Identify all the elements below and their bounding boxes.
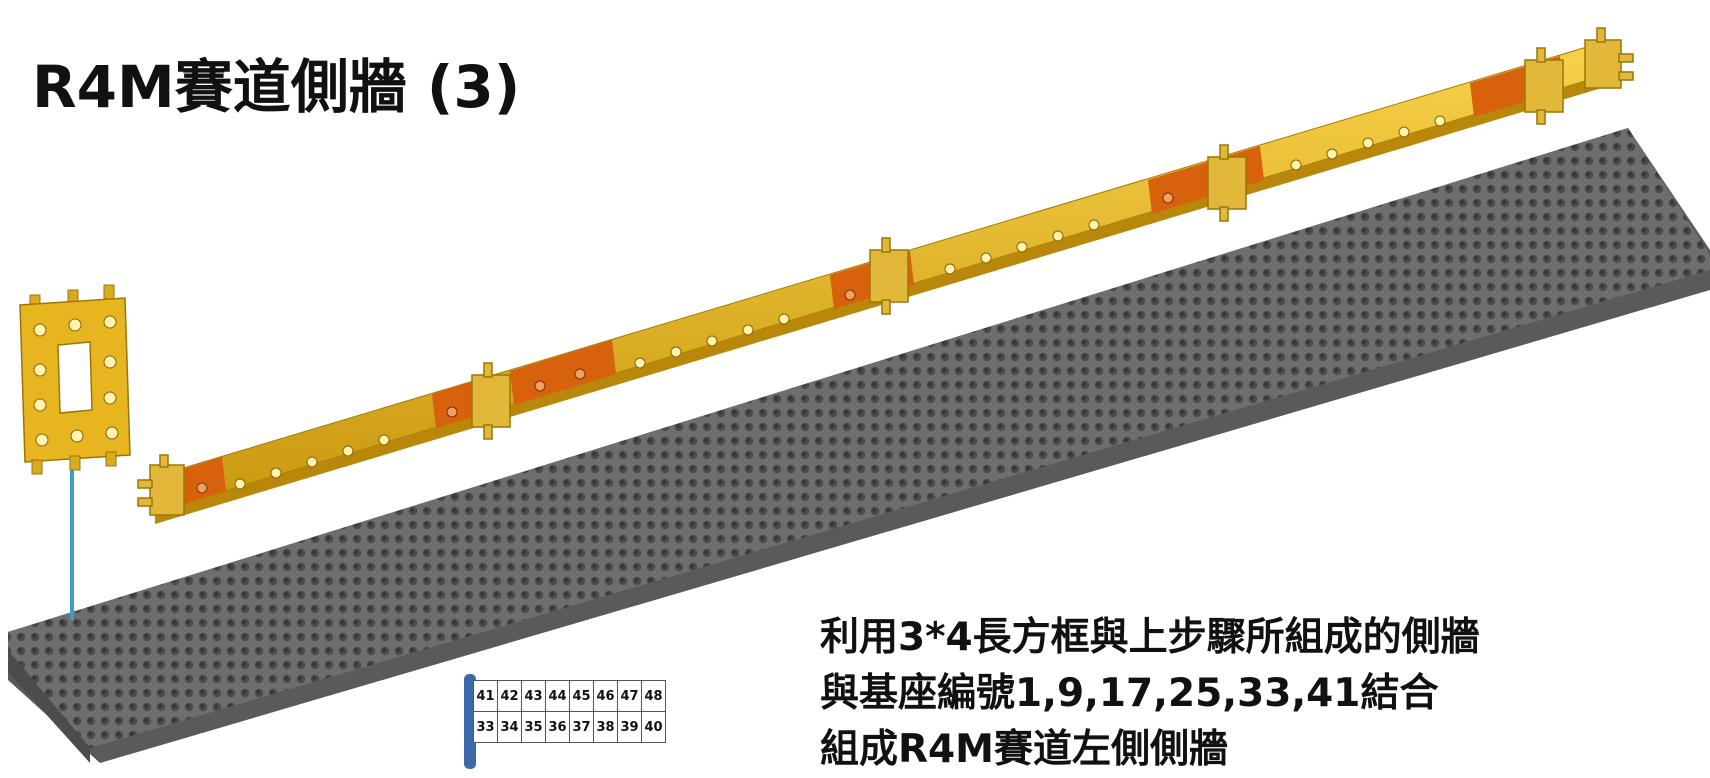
grid-cell: 41 (473, 680, 498, 712)
instruction-line-1: 利用3*4長方框與上步驟所組成的側牆 (820, 615, 1480, 660)
grid-cell: 42 (497, 680, 522, 712)
grid-row: 41 42 43 44 45 46 47 48 (473, 680, 666, 712)
instruction-line-2: 與基座編號1,9,17,25,33,41結合 (820, 671, 1439, 716)
instruction-text: 利用3*4長方框與上步驟所組成的側牆 與基座編號1,9,17,25,33,41結… (820, 610, 1480, 778)
instruction-line-3: 組成R4M賽道左側側牆 (820, 727, 1228, 772)
grid-cell: 48 (641, 680, 666, 712)
grid-cell: 40 (641, 711, 666, 743)
grid-cell: 46 (593, 680, 618, 712)
grid-cell: 47 (617, 680, 642, 712)
grid-cell: 45 (569, 680, 594, 712)
grid-cell: 34 (497, 711, 522, 743)
grid-cell: 36 (545, 711, 570, 743)
grid-row: 33 34 35 36 37 38 39 40 (473, 711, 666, 743)
grid-cell: 33 (473, 711, 498, 743)
rectangular-frame-3x4 (19, 284, 131, 475)
grid-cell: 43 (521, 680, 546, 712)
base-plate (8, 128, 1710, 763)
side-wall-rail (137, 27, 1634, 524)
grid-cell: 38 (593, 711, 618, 743)
grid-cell: 39 (617, 711, 642, 743)
page-title: R4M賽道側牆 (3) (32, 53, 521, 121)
grid-cell: 35 (521, 711, 546, 743)
grid-cell: 44 (545, 680, 570, 712)
base-number-grid: 41 42 43 44 45 46 47 48 33 34 35 36 37 3… (473, 680, 666, 743)
grid-cell: 37 (569, 711, 594, 743)
